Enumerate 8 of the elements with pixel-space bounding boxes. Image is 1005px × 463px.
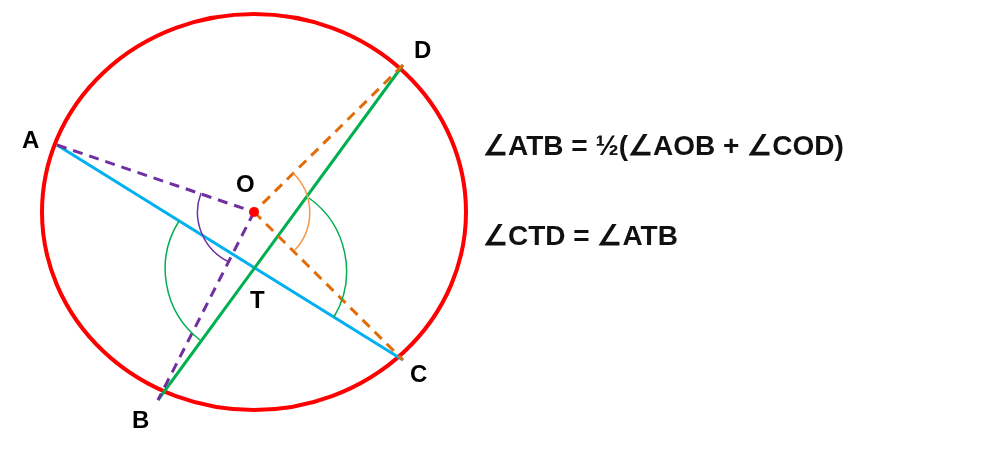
point-label: D: [414, 38, 432, 62]
formula: ∠ATB = ½(∠AOB + ∠COD): [483, 132, 844, 160]
point-label: O: [236, 172, 255, 196]
point-label: B: [132, 408, 150, 432]
formula: ∠CTD = ∠ATB: [483, 222, 678, 250]
point-label: C: [410, 362, 428, 386]
point-label: T: [250, 288, 265, 312]
point-label: A: [22, 128, 40, 152]
